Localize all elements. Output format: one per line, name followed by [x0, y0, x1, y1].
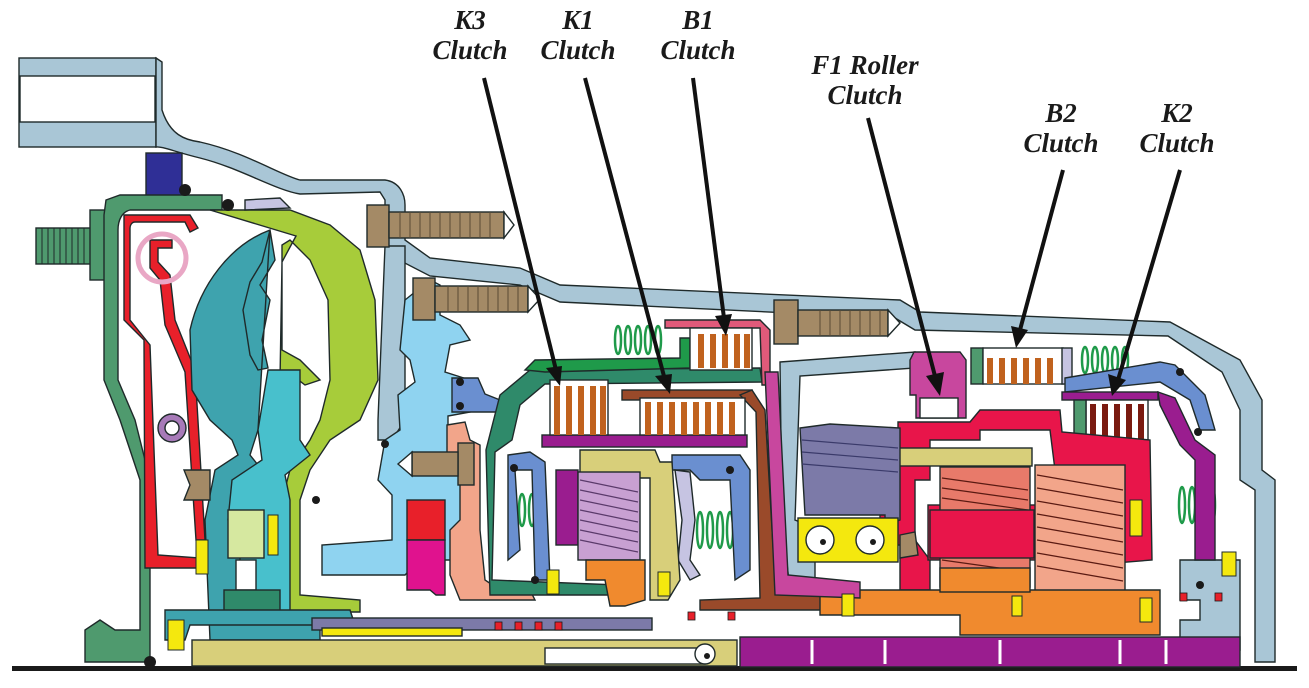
- k1-clutch-pack: [639, 397, 746, 436]
- f1-roller-bearings: [797, 517, 899, 563]
- callout-f1-line2: Clutch: [827, 80, 903, 110]
- callout-k3-clutch: K3 Clutch: [420, 5, 520, 65]
- leader-b2: [1011, 169, 1065, 348]
- front-sun-gear-hub: [555, 469, 579, 546]
- output-shaft-splits: [810, 640, 1168, 664]
- callout-f1-line1: F1 Roller: [811, 50, 919, 80]
- k3-clutch-pack: [549, 379, 609, 436]
- callout-b2-clutch: B2 Clutch: [1011, 98, 1111, 158]
- leader-k3: [482, 77, 562, 386]
- pink-ring: [135, 231, 189, 285]
- bolt-1: [366, 204, 515, 248]
- k2-purple-outer: [1157, 390, 1216, 561]
- callout-k2-line1: K2: [1161, 98, 1193, 128]
- centerline-base: [12, 666, 1297, 671]
- input-shaft-bore: [544, 647, 706, 665]
- callout-f1-roller-clutch: F1 Roller Clutch: [795, 50, 935, 110]
- rear-planet-gear-2: [1034, 464, 1126, 596]
- housing-bolts: [366, 204, 901, 486]
- pump-hub-yellow: [321, 627, 463, 637]
- rear-sun-gear-band: [929, 509, 1035, 559]
- red-seal-rings: [494, 592, 1223, 631]
- callout-k3-line2: Clutch: [432, 35, 508, 65]
- callout-k2-clutch: K2 Clutch: [1127, 98, 1227, 158]
- leader-b1: [691, 77, 732, 336]
- k3-drum: [485, 367, 763, 596]
- callout-k1-line2: Clutch: [540, 35, 616, 65]
- b1-clutch-pack: [689, 327, 753, 371]
- b1-green-hub: [523, 337, 691, 373]
- yellow-bushings: [167, 499, 1237, 651]
- callout-b1-line2: Clutch: [660, 35, 736, 65]
- f1-inner-race-gear: [799, 423, 901, 526]
- oring-seals: [179, 184, 1204, 589]
- stator-tip: [244, 197, 292, 211]
- callout-k1-line1: K1: [562, 5, 594, 35]
- hub-light-block: [227, 509, 265, 559]
- callout-k3-line1: K3: [454, 5, 486, 35]
- leader-k1: [583, 77, 672, 394]
- bolt-threads: [399, 212, 881, 336]
- k2-purple-drum: [1061, 391, 1159, 401]
- k1-piston: [671, 454, 751, 582]
- converter-shell: [84, 194, 223, 663]
- front-blue-block: [145, 152, 183, 198]
- front-shaft-collar: [164, 609, 356, 641]
- stud-threads: [41, 228, 85, 264]
- bolt-4: [396, 442, 475, 486]
- rear-khaki-carrier-plate: [897, 447, 1033, 467]
- callout-b2-line1: B2: [1045, 98, 1077, 128]
- k3-purple-carrier: [541, 434, 748, 448]
- b1-spring: [613, 324, 663, 356]
- callout-b1-line1: B1: [682, 5, 714, 35]
- bolt-3: [773, 299, 901, 345]
- stator-shaft-purple: [311, 617, 653, 631]
- hub-white-slot: [235, 559, 257, 591]
- rear-orange-lower: [939, 567, 1031, 593]
- f1-roller: [919, 397, 959, 419]
- callout-k2-line2: Clutch: [1139, 128, 1215, 158]
- b2-clutch-pack: [982, 347, 1064, 385]
- pump-magenta-gear: [406, 539, 446, 596]
- f1-brown-nut: [899, 531, 919, 559]
- leader-f1: [866, 117, 944, 396]
- pink-intermediate-shaft: [764, 371, 861, 599]
- converter-seal: [144, 656, 156, 668]
- leader-k2: [1108, 169, 1182, 396]
- callout-b2-line2: Clutch: [1023, 128, 1099, 158]
- k3-piston: [507, 451, 551, 581]
- front-planet-gear: [577, 471, 641, 561]
- pump-red-gear: [406, 499, 446, 541]
- front-pin-bolt: [182, 469, 211, 501]
- converter-housing: [35, 152, 223, 668]
- rear-orange-hub: [819, 589, 1161, 636]
- housing-mount-window: [19, 75, 156, 123]
- callout-leaders: [482, 77, 1182, 396]
- b2-outer-green: [970, 347, 984, 385]
- k2-clutch-pack: [1085, 399, 1149, 441]
- front-ring-gear-orange: [585, 559, 646, 607]
- bolt-2: [412, 277, 541, 321]
- callout-k1-clutch: K1 Clutch: [528, 5, 628, 65]
- housing-shell-upper: [155, 56, 1276, 663]
- callout-b1-clutch: B1 Clutch: [648, 5, 748, 65]
- output-shaft-purple: [739, 636, 1241, 668]
- k1-balance-dam: [674, 469, 702, 581]
